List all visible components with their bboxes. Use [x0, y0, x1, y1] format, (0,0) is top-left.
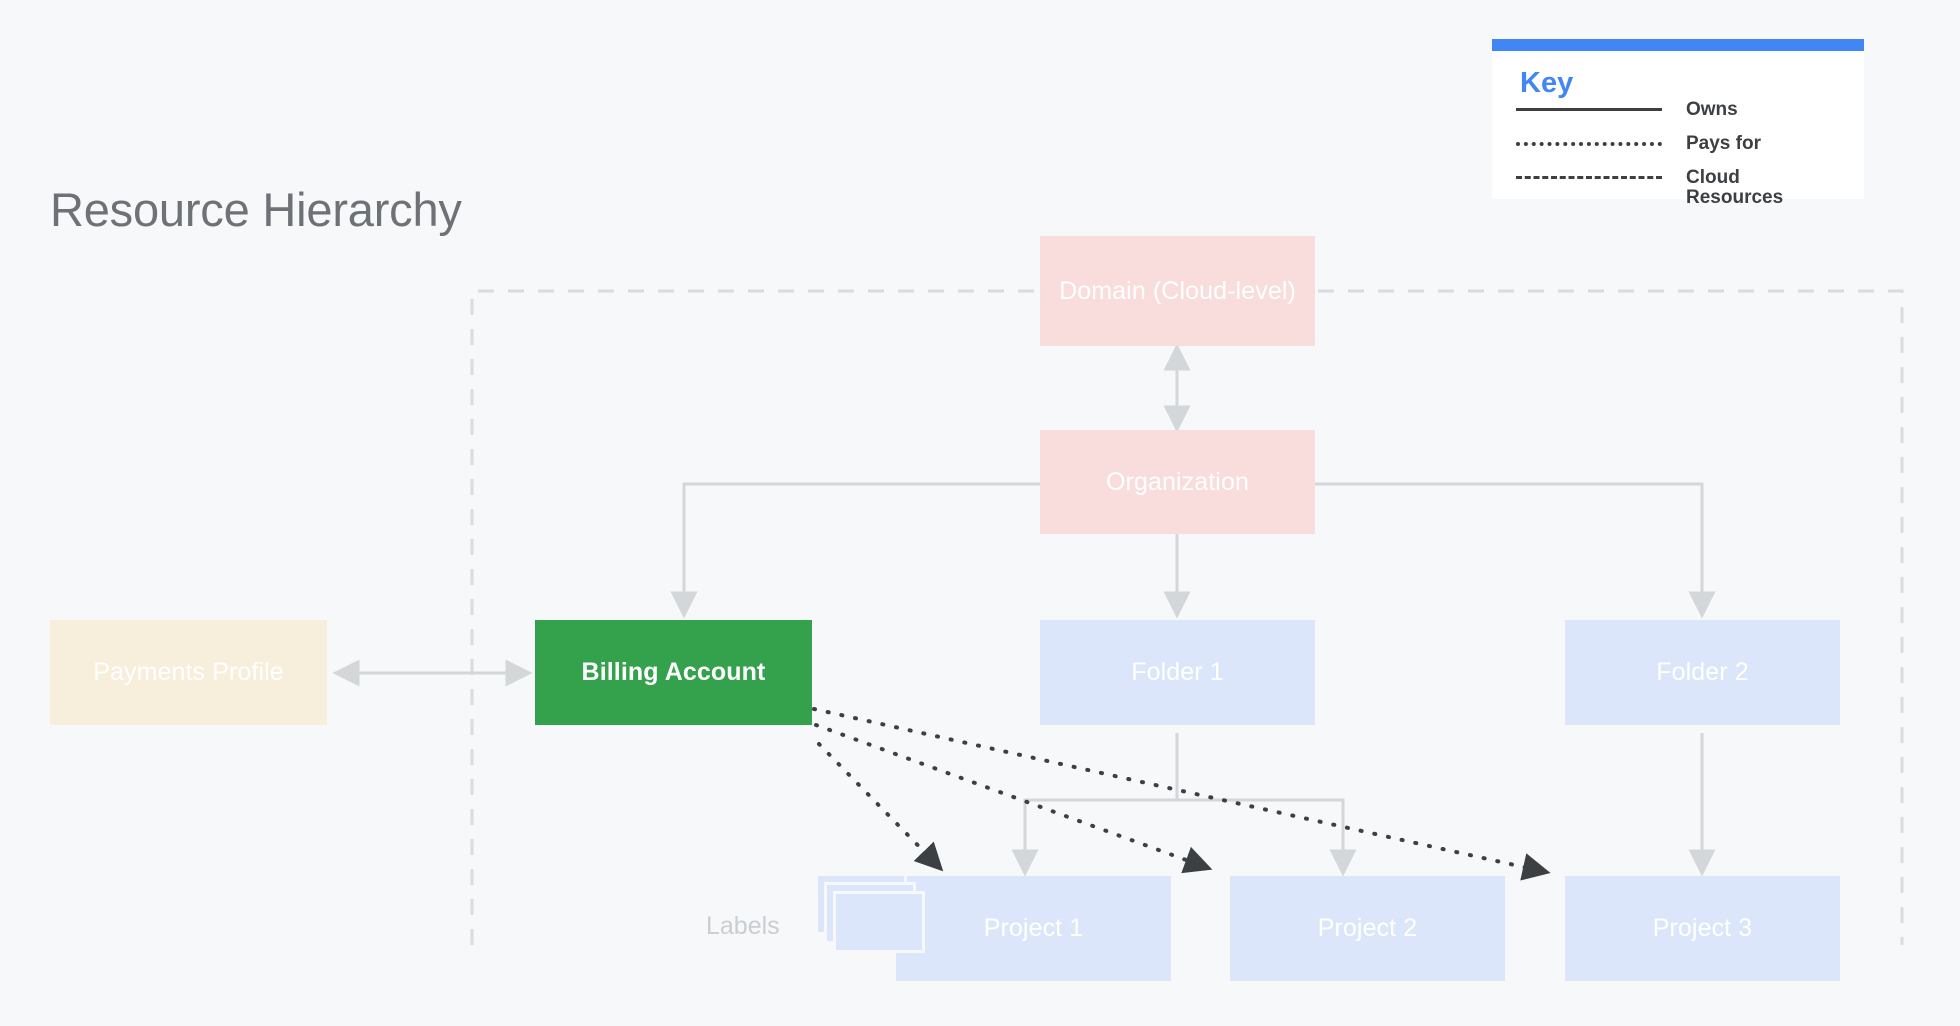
legend-row-pays-for: Pays for: [1516, 134, 1850, 168]
solid-line-icon: [1516, 100, 1662, 118]
node-project-1-label: Project 1: [983, 914, 1084, 943]
node-folder-2-label: Folder 2: [1656, 658, 1749, 687]
legend-label-pays-for: Pays for: [1686, 133, 1761, 154]
legend-body: Key Owns Pays for Cloud Resources: [1492, 51, 1864, 207]
node-payments-profile[interactable]: Payments Profile: [50, 620, 327, 725]
legend-label-owns: Owns: [1686, 99, 1738, 120]
node-project-2[interactable]: Project 2: [1230, 876, 1505, 981]
legend-label-cloud-resources: Cloud Resources: [1686, 167, 1784, 208]
node-billing-account-label: Billing Account: [581, 658, 766, 687]
legend-row-cloud-resources: Cloud Resources: [1516, 168, 1850, 207]
page-title: Resource Hierarchy: [50, 183, 462, 236]
node-domain[interactable]: Domain (Cloud-level): [1040, 236, 1315, 346]
node-folder-2[interactable]: Folder 2: [1565, 620, 1840, 725]
label-card-front: [833, 891, 925, 953]
node-project-3-label: Project 3: [1652, 914, 1753, 943]
node-project-1[interactable]: Project 1: [896, 876, 1171, 981]
legend-accent-bar: [1492, 39, 1864, 51]
node-payments-profile-label: Payments Profile: [93, 658, 284, 687]
node-domain-label: Domain (Cloud-level): [1059, 276, 1296, 305]
edge-billing-account-project-2: [814, 723, 1213, 874]
labels-stack-icon[interactable]: [815, 873, 925, 958]
dotted-line-icon: [1516, 134, 1662, 152]
node-project-3[interactable]: Project 3: [1565, 876, 1840, 981]
cloud-resources-boundary: [470, 289, 1904, 945]
dashed-line-icon: [1516, 168, 1662, 186]
node-organization[interactable]: Organization: [1040, 430, 1315, 534]
edge-organization-folder-2: [1315, 482, 1716, 619]
edge-billing-account-project-3: [812, 707, 1551, 881]
node-billing-account[interactable]: Billing Account: [535, 620, 812, 725]
legend-title: Key: [1520, 67, 1574, 99]
labels-caption: Labels: [706, 912, 780, 940]
node-project-2-label: Project 2: [1317, 914, 1418, 943]
edge-folder-1-project-2: [1175, 733, 1357, 877]
node-organization-label: Organization: [1106, 467, 1249, 496]
edge-billing-account-project-1: [817, 742, 944, 872]
node-folder-1-label: Folder 1: [1131, 658, 1224, 687]
legend-row-owns: Owns: [1516, 100, 1850, 134]
edge-organization-billing-account: [670, 482, 1040, 619]
legend-card: Key Owns Pays for Cloud Resources: [1492, 39, 1864, 207]
edge-folder-1-project-1: [1011, 733, 1179, 877]
node-folder-1[interactable]: Folder 1: [1040, 620, 1315, 725]
